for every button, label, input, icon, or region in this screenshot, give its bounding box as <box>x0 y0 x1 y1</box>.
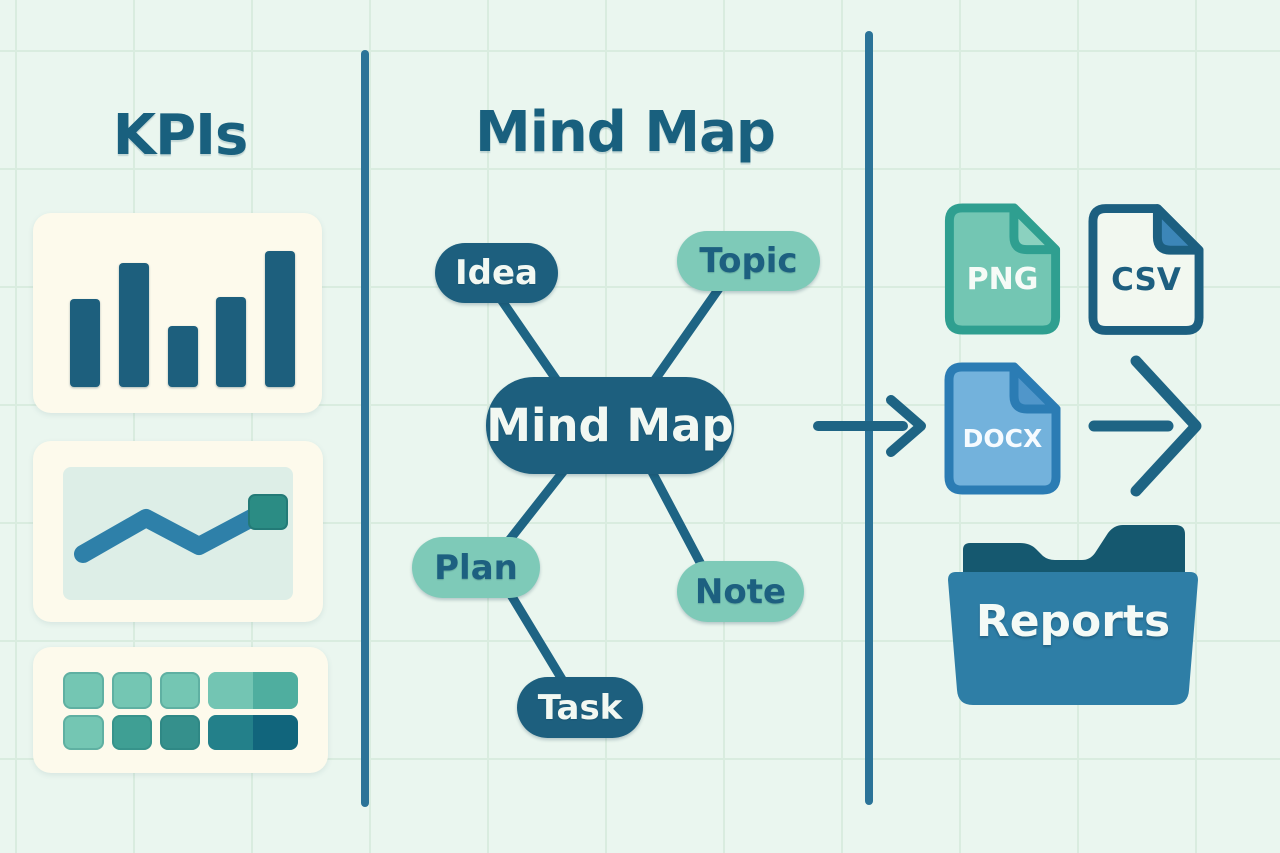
mindmap-node-plan: Plan <box>412 537 540 598</box>
mindmap-panel-title: Mind Map <box>475 100 776 165</box>
kpis-panel-title: KPIs <box>112 103 249 168</box>
heatmap-row <box>63 672 298 709</box>
heatmap-row <box>63 715 298 750</box>
bar <box>167 326 198 387</box>
file-shape-icon <box>944 362 1061 495</box>
node-label: Mind Map <box>486 399 734 452</box>
node-label: Idea <box>455 253 538 293</box>
mindmap-node-idea: Idea <box>435 243 558 303</box>
heatmap-cell <box>112 672 152 709</box>
mindmap-node-note: Note <box>677 561 804 622</box>
bar-chart-icon <box>70 213 295 387</box>
mindmap-node-task: Task <box>517 677 643 738</box>
heatmap-cell <box>208 715 298 750</box>
folder-front <box>948 572 1198 705</box>
node-label: Plan <box>434 547 518 588</box>
node-label: Task <box>537 687 623 728</box>
trend-line <box>74 503 272 563</box>
bar <box>70 299 100 387</box>
heatmap-cell <box>160 715 200 750</box>
file-shape-icon <box>1088 204 1204 335</box>
file-shape-icon <box>944 203 1061 335</box>
panel-divider-right <box>865 31 873 805</box>
heatmap-cell <box>63 715 104 750</box>
branch-idea-line <box>495 293 565 390</box>
bar <box>118 263 149 387</box>
heatmap-cell <box>160 672 200 709</box>
branch-task-line <box>503 585 571 691</box>
branch-note-line <box>645 463 709 575</box>
line-chart-icon <box>74 494 288 563</box>
node-label: Topic <box>699 241 798 281</box>
file-type-label: CSV <box>1111 261 1181 298</box>
panel-divider-left <box>361 50 369 807</box>
kpi-line-chart-card <box>33 441 323 622</box>
png-file-icon: PNG <box>944 203 1061 335</box>
folder-back-tab <box>963 525 1185 578</box>
bar <box>216 297 247 387</box>
heatmap-cell <box>112 715 152 750</box>
file-type-label: PNG <box>966 261 1039 297</box>
bar <box>265 251 295 387</box>
kpi-bar-chart-card <box>33 213 322 413</box>
trend-endpoint-marker <box>248 494 288 530</box>
node-label: Note <box>694 571 787 612</box>
docx-file-icon: DOCX <box>944 362 1061 495</box>
branch-topic-line <box>647 282 725 389</box>
mindmap-center-node: Mind Map <box>486 377 734 474</box>
kpi-table-card <box>33 647 328 773</box>
csv-file-icon: CSV <box>1088 203 1204 336</box>
big-export-arrow-icon <box>1088 355 1202 497</box>
mindmap-node-topic: Topic <box>677 231 820 291</box>
small-flow-arrow-icon <box>813 395 926 457</box>
folder-shape-icon <box>948 525 1198 705</box>
reports-folder-icon: Reports <box>944 518 1202 710</box>
mindmap-branch-lines <box>495 282 725 691</box>
heatmap-cell <box>208 672 298 709</box>
file-type-label: DOCX <box>962 424 1043 453</box>
folder-label: Reports <box>975 596 1171 647</box>
heatmap-cell <box>63 672 104 709</box>
